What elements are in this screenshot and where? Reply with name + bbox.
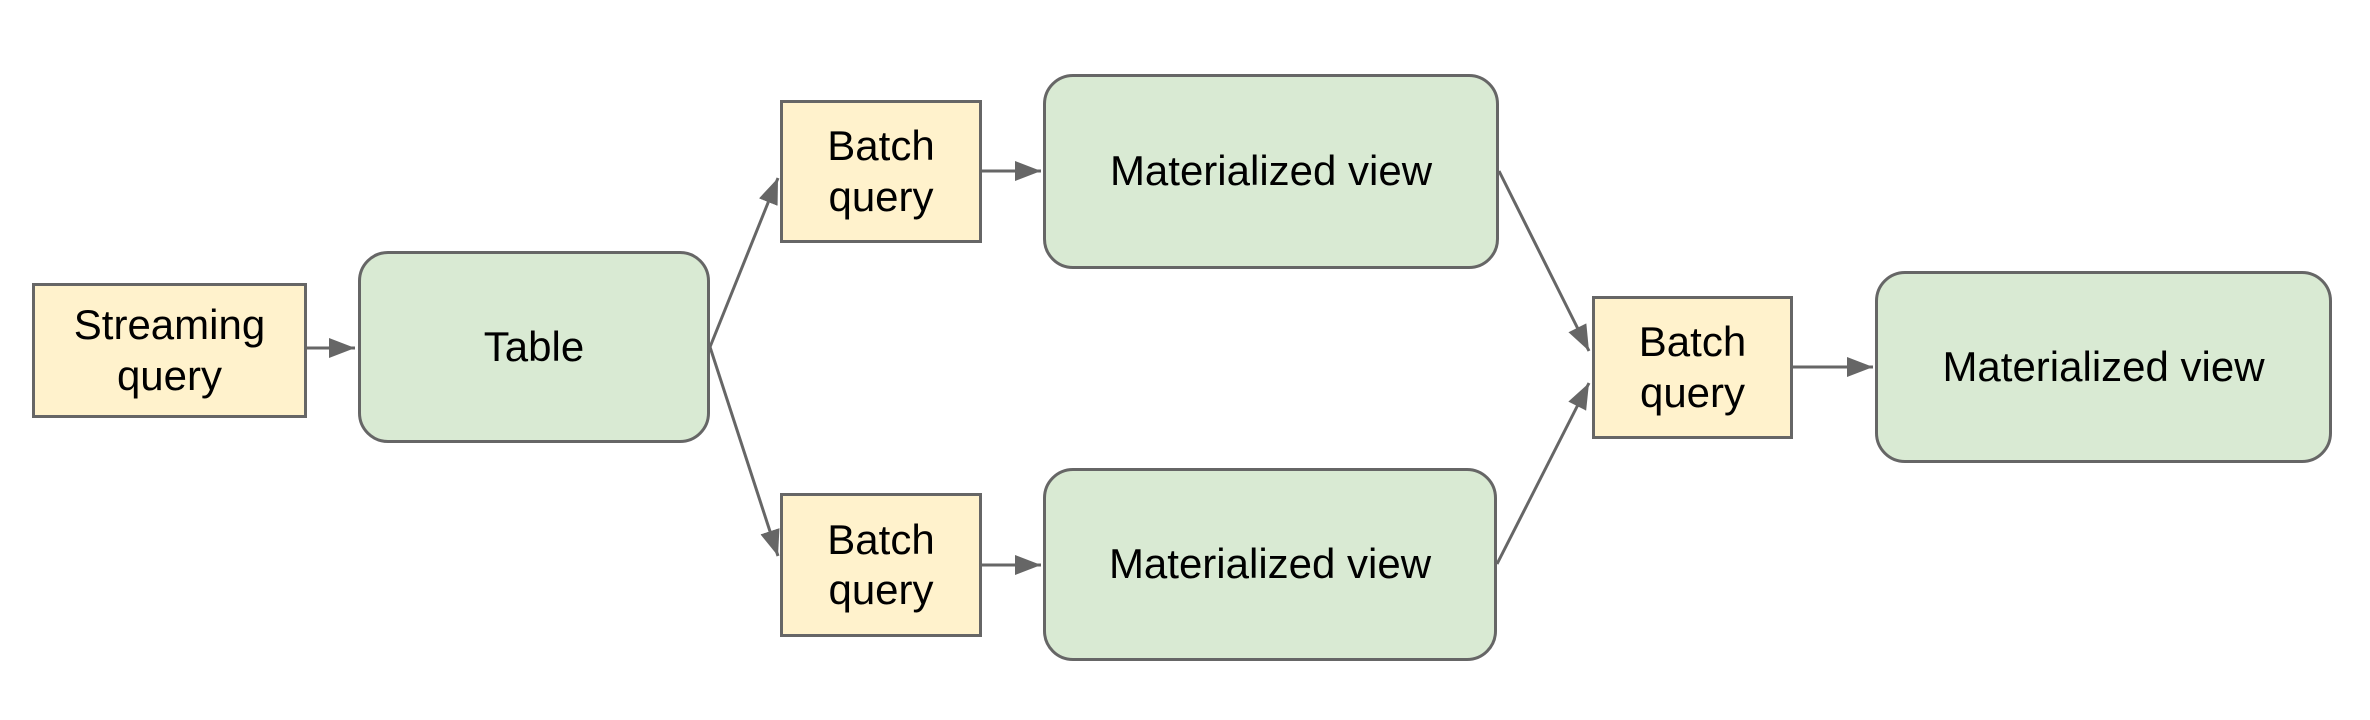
- node-batch-query-bottom: Batch query: [780, 493, 982, 637]
- node-table-label: Table: [483, 322, 585, 370]
- arrow-materialized-view-top-to-batch-query-right: [1497, 170, 1591, 352]
- node-batch-query-right: Batch query: [1592, 296, 1793, 439]
- node-materialized-view-top: Materialized view: [1043, 74, 1499, 269]
- node-batch-query-top: Batch query: [780, 100, 982, 243]
- arrow-table-to-batch-query-bottom: [708, 346, 780, 557]
- node-table: Table: [358, 251, 710, 443]
- node-streaming-query: Streaming query: [32, 283, 307, 418]
- node-batch-query-bottom-label: Batch query: [827, 515, 935, 613]
- node-materialized-view-right: Materialized view: [1875, 271, 2332, 463]
- node-streaming-query-label: Streaming query: [73, 301, 266, 399]
- node-materialized-view-bottom: Materialized view: [1043, 468, 1497, 661]
- node-batch-query-top-label: Batch query: [827, 122, 935, 220]
- node-materialized-view-bottom-label: Materialized view: [1108, 540, 1432, 588]
- arrow-materialized-view-bottom-to-batch-query-right: [1495, 382, 1591, 565]
- arrow-table-to-batch-query-top: [708, 177, 780, 348]
- node-materialized-view-right-label: Materialized view: [1942, 342, 2265, 390]
- node-materialized-view-top-label: Materialized view: [1109, 147, 1433, 195]
- node-batch-query-right-label: Batch query: [1638, 318, 1747, 416]
